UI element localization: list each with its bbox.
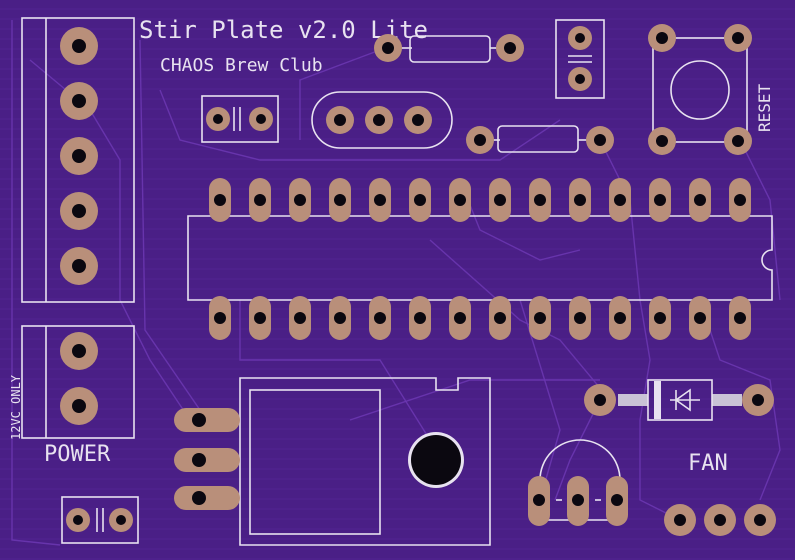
ic-bottom-pin-drill [294,312,306,324]
transistor [528,439,628,526]
ic-top-pins [209,178,751,222]
ic-bottom-pin-drill [614,312,626,324]
capacitor-c3 [555,19,605,99]
ic-bottom-pin-drill [734,312,746,324]
capacitor-c2 [61,496,139,544]
ic-top-pin-drill [414,194,426,206]
voltage-note: 12VC ONLY [9,374,23,440]
ic-top-pin-drill [214,194,226,206]
fan-header [664,504,776,536]
fan-label: FAN [688,451,728,476]
ic-top-pin-drill [654,194,666,206]
ic-top-pin-drill [534,194,546,206]
ic-bottom-pin-drill [214,312,226,324]
terminal-block-5pin [21,17,135,303]
ic-top-pin-drill [694,194,706,206]
voltage-regulator [174,377,491,546]
reset-switch [648,24,752,155]
ic-top-pin-drill [734,194,746,206]
resistor-r1 [374,34,524,63]
capacitor-c1 [201,95,279,143]
diode [584,379,774,421]
ic-top-pin-drill [494,194,506,206]
ic-bottom-pin-drill [574,312,586,324]
ic-bottom-pin-drill [374,312,386,324]
ic-bottom-pin-drill [654,312,666,324]
power-label: POWER [44,442,111,467]
ic-top-pin-drill [374,194,386,206]
ic-top-pin-drill [254,194,266,206]
ic-top-pin-drill [454,194,466,206]
ic-top-pin-drill [574,194,586,206]
ic-bottom-pin-drill [334,312,346,324]
ic-bottom-pin-drill [694,312,706,324]
ic-bottom-pin-drill [414,312,426,324]
ic-top-pin-drill [294,194,306,206]
resistor-r2 [466,125,614,154]
ic-top-pin-drill [614,194,626,206]
microcontroller-dip28 [187,178,773,340]
ic-bottom-pin-drill [534,312,546,324]
reset-label: RESET [755,83,774,132]
ic-bottom-pin-drill [454,312,466,324]
power-terminal [21,325,135,439]
resonator [311,91,453,149]
ic-bottom-pins [209,296,751,340]
board-subtitle: CHAOS Brew Club [160,55,323,76]
ic-top-pin-drill [334,194,346,206]
ic-bottom-pin-drill [254,312,266,324]
ic-bottom-pin-drill [494,312,506,324]
